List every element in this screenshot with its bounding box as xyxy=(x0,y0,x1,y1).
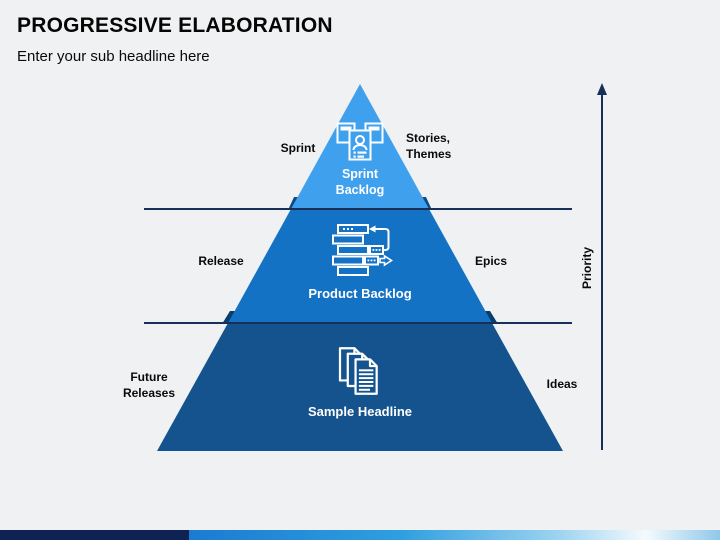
priority-axis-arrowhead-icon xyxy=(596,83,607,95)
tier2-left-label: Release xyxy=(198,254,244,268)
tier1-left-label: Sprint xyxy=(280,141,316,155)
tier2-right-label: Epics xyxy=(474,254,507,268)
tier-divider-line xyxy=(144,208,572,210)
page-subtitle: Enter your sub headline here xyxy=(17,48,210,65)
workflow-backlog-icon xyxy=(332,224,393,276)
tier1-right-label: Stories, Themes xyxy=(406,131,452,161)
footer-bar-left-segment xyxy=(0,530,189,540)
footer-bar-gradient-segment xyxy=(189,530,720,540)
tier-divider-line xyxy=(144,322,572,324)
tier-label-sprint-backlog: Sprint Backlog xyxy=(335,167,385,197)
tier-label-product-backlog: Product Backlog xyxy=(308,286,412,301)
story-cards-icon xyxy=(336,122,384,161)
tier3-right-label: Ideas xyxy=(546,377,578,391)
page-title: PROGRESSIVE ELABORATION xyxy=(17,14,333,37)
tier-label-sample-headline: Sample Headline xyxy=(307,404,413,419)
priority-axis-label: Priority xyxy=(580,247,594,290)
tier3-left-label: Future Releases xyxy=(122,370,176,400)
priority-axis-line xyxy=(601,94,603,450)
documents-icon xyxy=(338,347,378,395)
